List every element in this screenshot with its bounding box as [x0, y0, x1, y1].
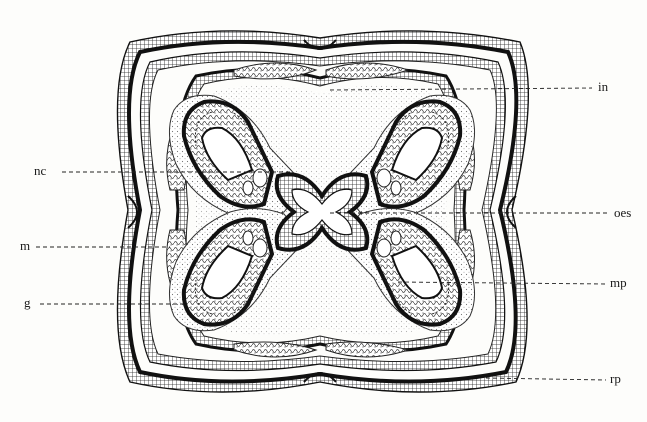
- label-g: g: [24, 296, 31, 310]
- label-in: in: [598, 80, 608, 94]
- label-mp: mp: [610, 276, 627, 290]
- label-nc: nc: [34, 164, 46, 178]
- label-m: m: [20, 239, 30, 253]
- label-oes: oes: [614, 206, 631, 220]
- label-rp: rp: [610, 372, 621, 386]
